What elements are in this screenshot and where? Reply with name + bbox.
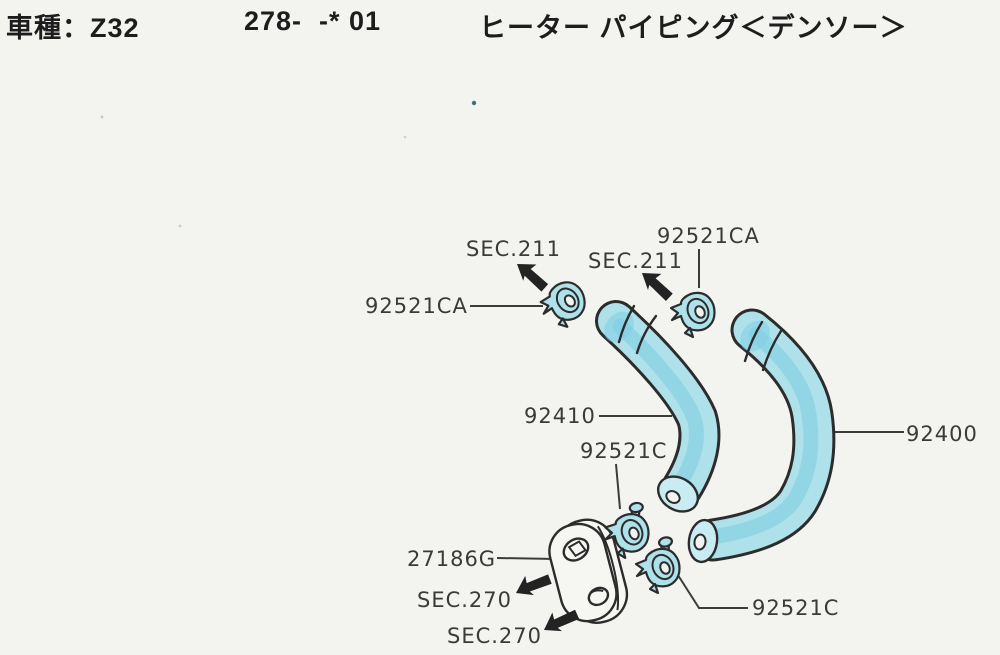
label-92521ca-top: 92521CA: [657, 224, 760, 248]
figure-title: ヒーター パイピング＜デンソー＞: [479, 13, 908, 43]
scan-speck: [100, 115, 104, 119]
scan-speck: [471, 100, 477, 106]
label-sec-211-b: SEC.211: [588, 249, 684, 273]
title-bar: 車種：Z32 278- -* 01 ヒーター パイピング＜デンソー＞: [0, 0, 1000, 43]
label-27186g: 27186G: [407, 547, 497, 571]
label-92521c-upper: 92521C: [580, 439, 668, 463]
hose-92400: [687, 308, 836, 564]
label-sec-270-a: SEC.270: [417, 588, 513, 612]
label-sec-211-a: SEC.211: [466, 237, 562, 261]
scan-speck: [403, 135, 407, 139]
label-92521ca-left: 92521CA: [365, 294, 468, 318]
scan-speck: [178, 224, 182, 228]
grommet-27186g: [548, 518, 629, 624]
figure-code: 278- -* 01: [244, 6, 382, 36]
hose-92410: [595, 300, 721, 513]
label-92410: 92410: [524, 404, 596, 428]
vehicle-code: 車種：Z32: [6, 13, 140, 43]
section-arrow-icon: [511, 566, 554, 602]
label-92521c-lower: 92521C: [752, 596, 840, 620]
leader-lines: [470, 249, 904, 609]
label-sec-270-b: SEC.270: [447, 624, 543, 648]
hose-clamp-icon: [669, 291, 716, 339]
hose-clamp-icon: [536, 278, 590, 332]
label-92400: 92400: [906, 422, 978, 446]
